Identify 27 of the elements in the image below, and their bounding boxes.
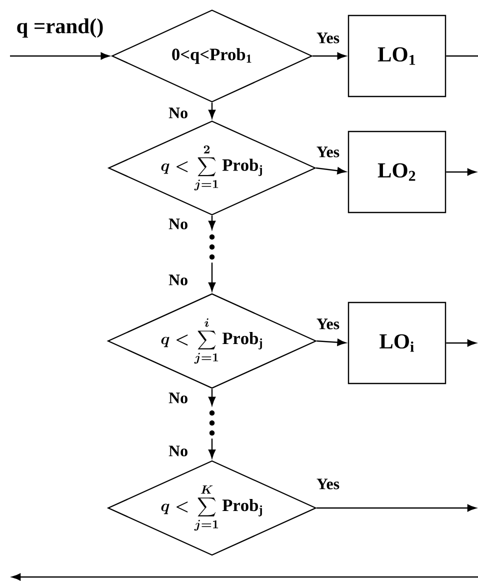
edge-label: Yes <box>316 318 340 330</box>
edge-label: No <box>168 108 188 118</box>
arrow <box>208 102 216 119</box>
edge-label: No <box>168 218 188 230</box>
ellipsis-dots <box>209 410 215 436</box>
arrow <box>208 388 216 406</box>
ellipsis-dots <box>209 234 215 260</box>
arrow <box>208 262 216 292</box>
arrow <box>446 168 476 176</box>
arrow <box>316 338 346 346</box>
arrow <box>316 167 346 174</box>
process-box: LO$_{1}$ <box>348 14 446 98</box>
edge-label: No <box>168 274 188 286</box>
edge-label: Yes <box>316 32 340 44</box>
arrow <box>208 438 216 458</box>
edge-label: No <box>168 446 188 456</box>
arrow <box>208 216 216 230</box>
arrow <box>312 52 346 60</box>
process-box: LO$_{2}$ <box>348 130 446 214</box>
edge-label: No <box>168 392 188 404</box>
arrow <box>10 52 110 60</box>
edge-label: Yes <box>316 478 340 490</box>
arrow <box>446 339 476 347</box>
arrow <box>316 504 476 512</box>
edge-label: Yes <box>316 146 340 158</box>
process-box: LO$_{i}$ <box>348 302 446 384</box>
edge-label: q =rand() <box>17 18 103 38</box>
